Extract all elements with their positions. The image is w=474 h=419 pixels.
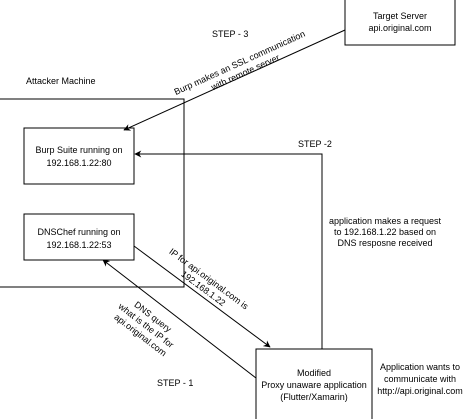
dnschef-title: DNSChef running on [37, 227, 120, 237]
note-line1: Application wants to [380, 362, 460, 372]
note-line3: http://api.original.com [377, 386, 463, 396]
dns-query-arrow [102, 259, 257, 379]
burp-suite-title: Burp Suite running on [35, 145, 122, 155]
note-line2: communicate with [384, 374, 456, 384]
ssl-label: Burp makes an SSL communication with rem… [173, 28, 314, 107]
target-server-title: Target Server [373, 11, 427, 21]
attacker-machine-box [0, 98, 185, 288]
burp-suite-box [23, 127, 135, 185]
target-server-host: api.original.com [368, 23, 431, 33]
step-1-label: STEP - 1 [157, 378, 193, 388]
app-request-arrow [134, 150, 323, 349]
app-request-label-line2: to 192.168.1.22 based on [334, 227, 436, 237]
target-server-box [344, 0, 456, 46]
attacker-machine-label: Attacker Machine [26, 76, 96, 86]
modified-application-platform: (Flutter/Xamarin) [280, 392, 348, 402]
dns-query-label: DNS query what is the IP for api.origina… [109, 292, 184, 360]
dnschef-address: 192.168.1.22:53 [46, 240, 111, 250]
modified-application-subtitle: Proxy unaware application [261, 380, 367, 390]
app-request-label-line1: application makes a request [329, 216, 442, 226]
modified-application-box [255, 348, 373, 419]
dns-reply-label: IP for api.original.com is 192.168.1.22 [161, 246, 253, 321]
modified-application-title: Modified [297, 368, 331, 378]
burp-suite-address: 192.168.1.22:80 [46, 158, 111, 168]
ssl-arrow [123, 29, 346, 131]
dnschef-box [23, 213, 135, 261]
step-2-label: STEP -2 [298, 139, 332, 149]
step-3-label: STEP - 3 [212, 29, 248, 39]
dns-reply-arrow [133, 245, 271, 348]
app-request-label-line3: DNS resposne received [337, 238, 432, 248]
